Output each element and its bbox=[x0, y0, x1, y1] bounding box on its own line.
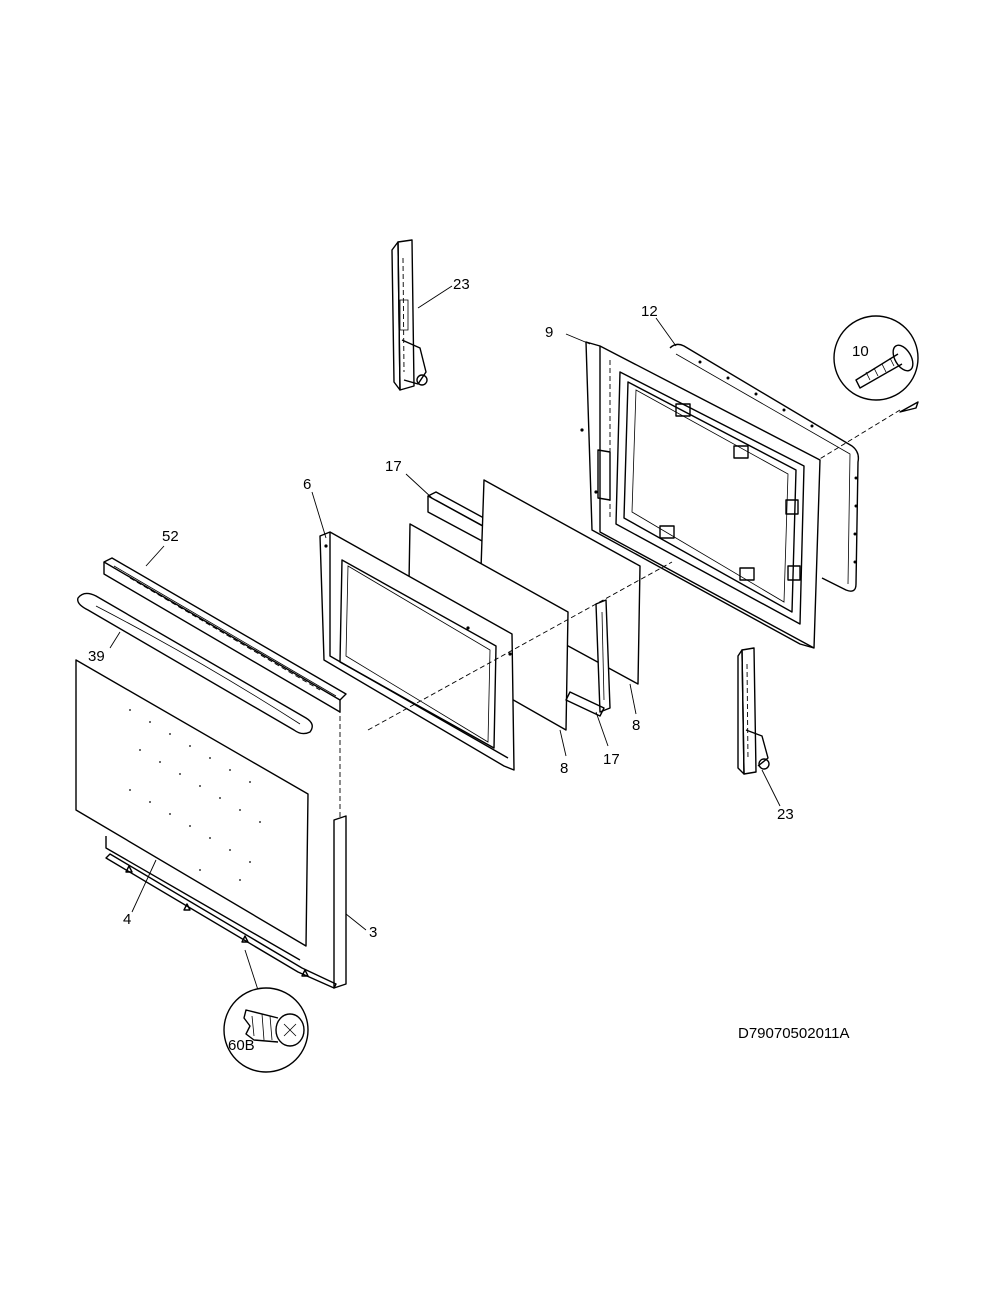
callout-side-trim: 3 bbox=[369, 924, 377, 941]
callout-gasket: 12 bbox=[641, 303, 658, 320]
callout-door-frame: 6 bbox=[303, 476, 311, 493]
hinge-bottom[interactable] bbox=[738, 648, 769, 774]
callout-liner: 9 bbox=[545, 324, 553, 341]
leader-gasket bbox=[656, 318, 676, 346]
leader-hinge-top bbox=[418, 286, 452, 308]
assembly-line-1 bbox=[368, 562, 672, 730]
door-gasket[interactable] bbox=[670, 344, 858, 591]
panel-texture bbox=[129, 709, 261, 881]
screw-detail-bottom[interactable] bbox=[224, 988, 308, 1072]
leader-liner bbox=[566, 334, 590, 344]
callout-glass-pack-top: 17 bbox=[385, 458, 402, 475]
door-liner[interactable] bbox=[580, 342, 820, 648]
door-handle[interactable] bbox=[78, 593, 313, 733]
hinge-top[interactable] bbox=[392, 240, 427, 390]
callout-hinge-bottom: 23 bbox=[777, 806, 794, 823]
screw-detail-top[interactable] bbox=[834, 316, 918, 412]
callout-glass-pack-bottom: 17 bbox=[603, 751, 620, 768]
callout-screw-bottom: 60B bbox=[228, 1037, 255, 1054]
leader-outer-panel bbox=[132, 860, 156, 912]
leader-top-trim bbox=[146, 546, 164, 566]
callout-glass-outer: 8 bbox=[632, 717, 640, 734]
side-trim[interactable] bbox=[106, 816, 346, 988]
callout-screw-top: 10 bbox=[852, 343, 869, 360]
top-trim[interactable] bbox=[104, 558, 346, 712]
leader-glass-inner bbox=[560, 730, 566, 756]
door-frame[interactable] bbox=[320, 532, 514, 770]
screw-axis-top bbox=[818, 410, 900, 460]
callout-handle: 39 bbox=[88, 648, 105, 665]
drawing-id: D79070502011A bbox=[738, 1025, 850, 1042]
callout-outer-panel: 4 bbox=[123, 911, 131, 928]
outer-panel[interactable] bbox=[76, 660, 308, 960]
leader-hinge-bottom bbox=[762, 770, 780, 806]
callout-glass-inner: 8 bbox=[560, 760, 568, 777]
leader-door-frame bbox=[312, 492, 326, 538]
callout-hinge-top: 23 bbox=[453, 276, 470, 293]
glass-pack-front[interactable] bbox=[566, 600, 610, 716]
leader-screw-bottom bbox=[245, 950, 258, 990]
leader-side-trim bbox=[346, 914, 366, 930]
leader-glass-outer bbox=[630, 684, 636, 714]
leader-glass-pack-bottom bbox=[596, 712, 608, 746]
leader-glass-pack-top bbox=[406, 474, 432, 498]
bottom-screws bbox=[126, 866, 308, 976]
callout-top-trim: 52 bbox=[162, 528, 179, 545]
leader-handle bbox=[110, 632, 120, 648]
